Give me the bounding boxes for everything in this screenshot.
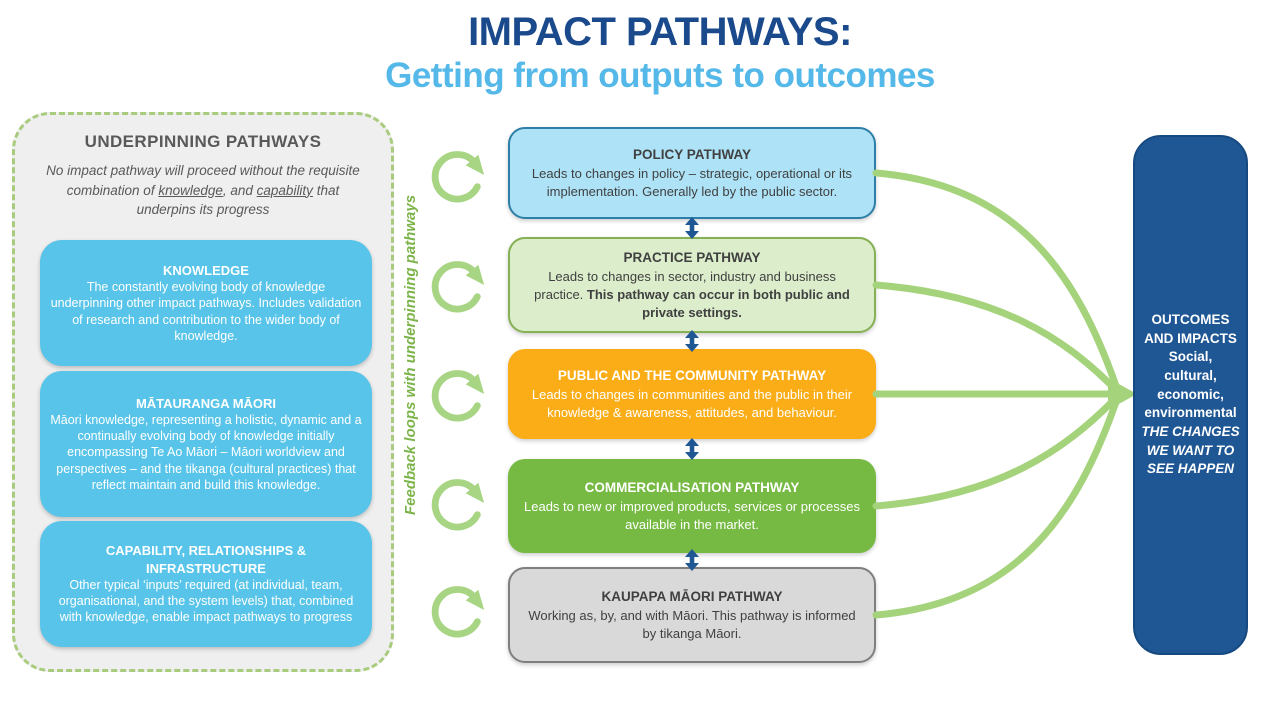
underpinning-heading: UNDERPINNING PATHWAYS <box>84 132 322 151</box>
two-way-arrow-icon <box>685 217 699 239</box>
intro-capability-underlined: capability <box>256 182 313 198</box>
two-way-arrow-icon <box>685 438 699 460</box>
feedback-loops-label: Feedback loops with underpinning pathway… <box>402 194 419 515</box>
outcomes-and-impacts-box: OUTCOMES AND IMPACTS Social, cultural, e… <box>1133 135 1248 655</box>
feedback-loop-icon <box>431 370 485 422</box>
knowledge-box: KNOWLEDGE The constantly evolving body o… <box>40 240 372 366</box>
public-community-pathway-box: PUBLIC AND THE COMMUNITY PATHWAY Leads t… <box>508 349 876 439</box>
underpinning-pathways-panel: UNDERPINNING PATHWAYS No impact pathway … <box>12 112 394 672</box>
public-community-pathway-body: Leads to changes in communities and the … <box>531 386 853 420</box>
commercialisation-pathway-box: COMMERCIALISATION PATHWAY Leads to new o… <box>508 459 876 553</box>
feedback-loop-icon <box>431 586 485 638</box>
outcomes-title: OUTCOMES AND IMPACTS <box>1144 312 1237 346</box>
commercialisation-pathway-title: COMMERCIALISATION PATHWAY <box>584 480 800 496</box>
knowledge-box-body: The constantly evolving body of knowledg… <box>50 280 362 343</box>
title-line-2: Getting from outputs to outcomes <box>385 55 935 95</box>
practice-pathway-title: PRACTICE PATHWAY <box>623 250 761 266</box>
capability-relationships-box: CAPABILITY, RELATIONSHIPS & INFRASTRUCTU… <box>40 521 372 647</box>
two-way-arrow-icon <box>685 549 699 571</box>
intro-knowledge-underlined: knowledge <box>158 182 223 198</box>
public-community-pathway-title: PUBLIC AND THE COMMUNITY PATHWAY <box>557 368 827 384</box>
practice-body-bold: This pathway can occur in both public an… <box>586 286 850 320</box>
policy-pathway-box: POLICY PATHWAY Leads to changes in polic… <box>508 127 876 219</box>
matauranga-maori-box-title: MĀTAURANGA MĀORI <box>135 395 277 411</box>
capability-relationships-box-title: CAPABILITY, RELATIONSHIPS & INFRASTRUCTU… <box>105 543 307 576</box>
page-title: IMPACT PATHWAYS: Getting from outputs to… <box>40 10 1280 96</box>
intro-text-post: that underpins its progress <box>136 182 340 218</box>
arrow-practice-to-outcomes <box>872 281 1118 392</box>
arrow-commercialisation-to-outcomes <box>872 396 1118 510</box>
policy-pathway-body: Leads to changes in policy – strategic, … <box>531 165 853 199</box>
practice-pathway-box: PRACTICE PATHWAY Leads to changes in sec… <box>508 237 876 333</box>
matauranga-maori-box-body: Māori knowledge, representing a holistic… <box>50 412 362 492</box>
matauranga-maori-box: MĀTAURANGA MĀORI Māori knowledge, repres… <box>40 371 372 517</box>
feedback-loop-icon <box>431 479 485 531</box>
kaupapa-maori-pathway-body: Working as, by, and with Māori. This pat… <box>528 607 856 641</box>
arrow-policy-to-outcomes <box>872 169 1120 390</box>
practice-body-regular: Leads to changes in sector, industry and… <box>534 268 836 302</box>
feedback-loop-icon <box>431 261 485 313</box>
practice-pathway-body: Leads to changes in sector, industry and… <box>522 268 862 322</box>
feedback-loop-icon <box>431 151 485 203</box>
kaupapa-maori-pathway-title: KAUPAPA MĀORI PATHWAY <box>601 589 783 605</box>
knowledge-box-title: KNOWLEDGE <box>163 262 249 278</box>
commercialisation-pathway-body: Leads to new or improved products, servi… <box>524 498 860 532</box>
outcomes-tagline: THE CHANGES WE WANT TO SEE HAPPEN <box>1141 423 1240 477</box>
arrow-kaupapa-to-outcomes <box>872 398 1120 619</box>
kaupapa-maori-pathway-box: KAUPAPA MĀORI PATHWAY Working as, by, an… <box>508 567 876 663</box>
underpinning-intro: No impact pathway will proceed without t… <box>37 161 369 220</box>
outcomes-subtitle: Social, cultural, economic, environmenta… <box>1144 349 1237 421</box>
intro-text-mid: , and <box>222 182 257 198</box>
policy-pathway-title: POLICY PATHWAY <box>632 147 752 163</box>
two-way-arrow-icon <box>685 330 699 352</box>
title-line-1: IMPACT PATHWAYS: <box>468 10 852 54</box>
capability-relationships-box-body: Other typical ‘inputs’ required (at indi… <box>58 577 354 625</box>
intro-text-pre: No impact pathway will proceed without t… <box>46 163 360 198</box>
